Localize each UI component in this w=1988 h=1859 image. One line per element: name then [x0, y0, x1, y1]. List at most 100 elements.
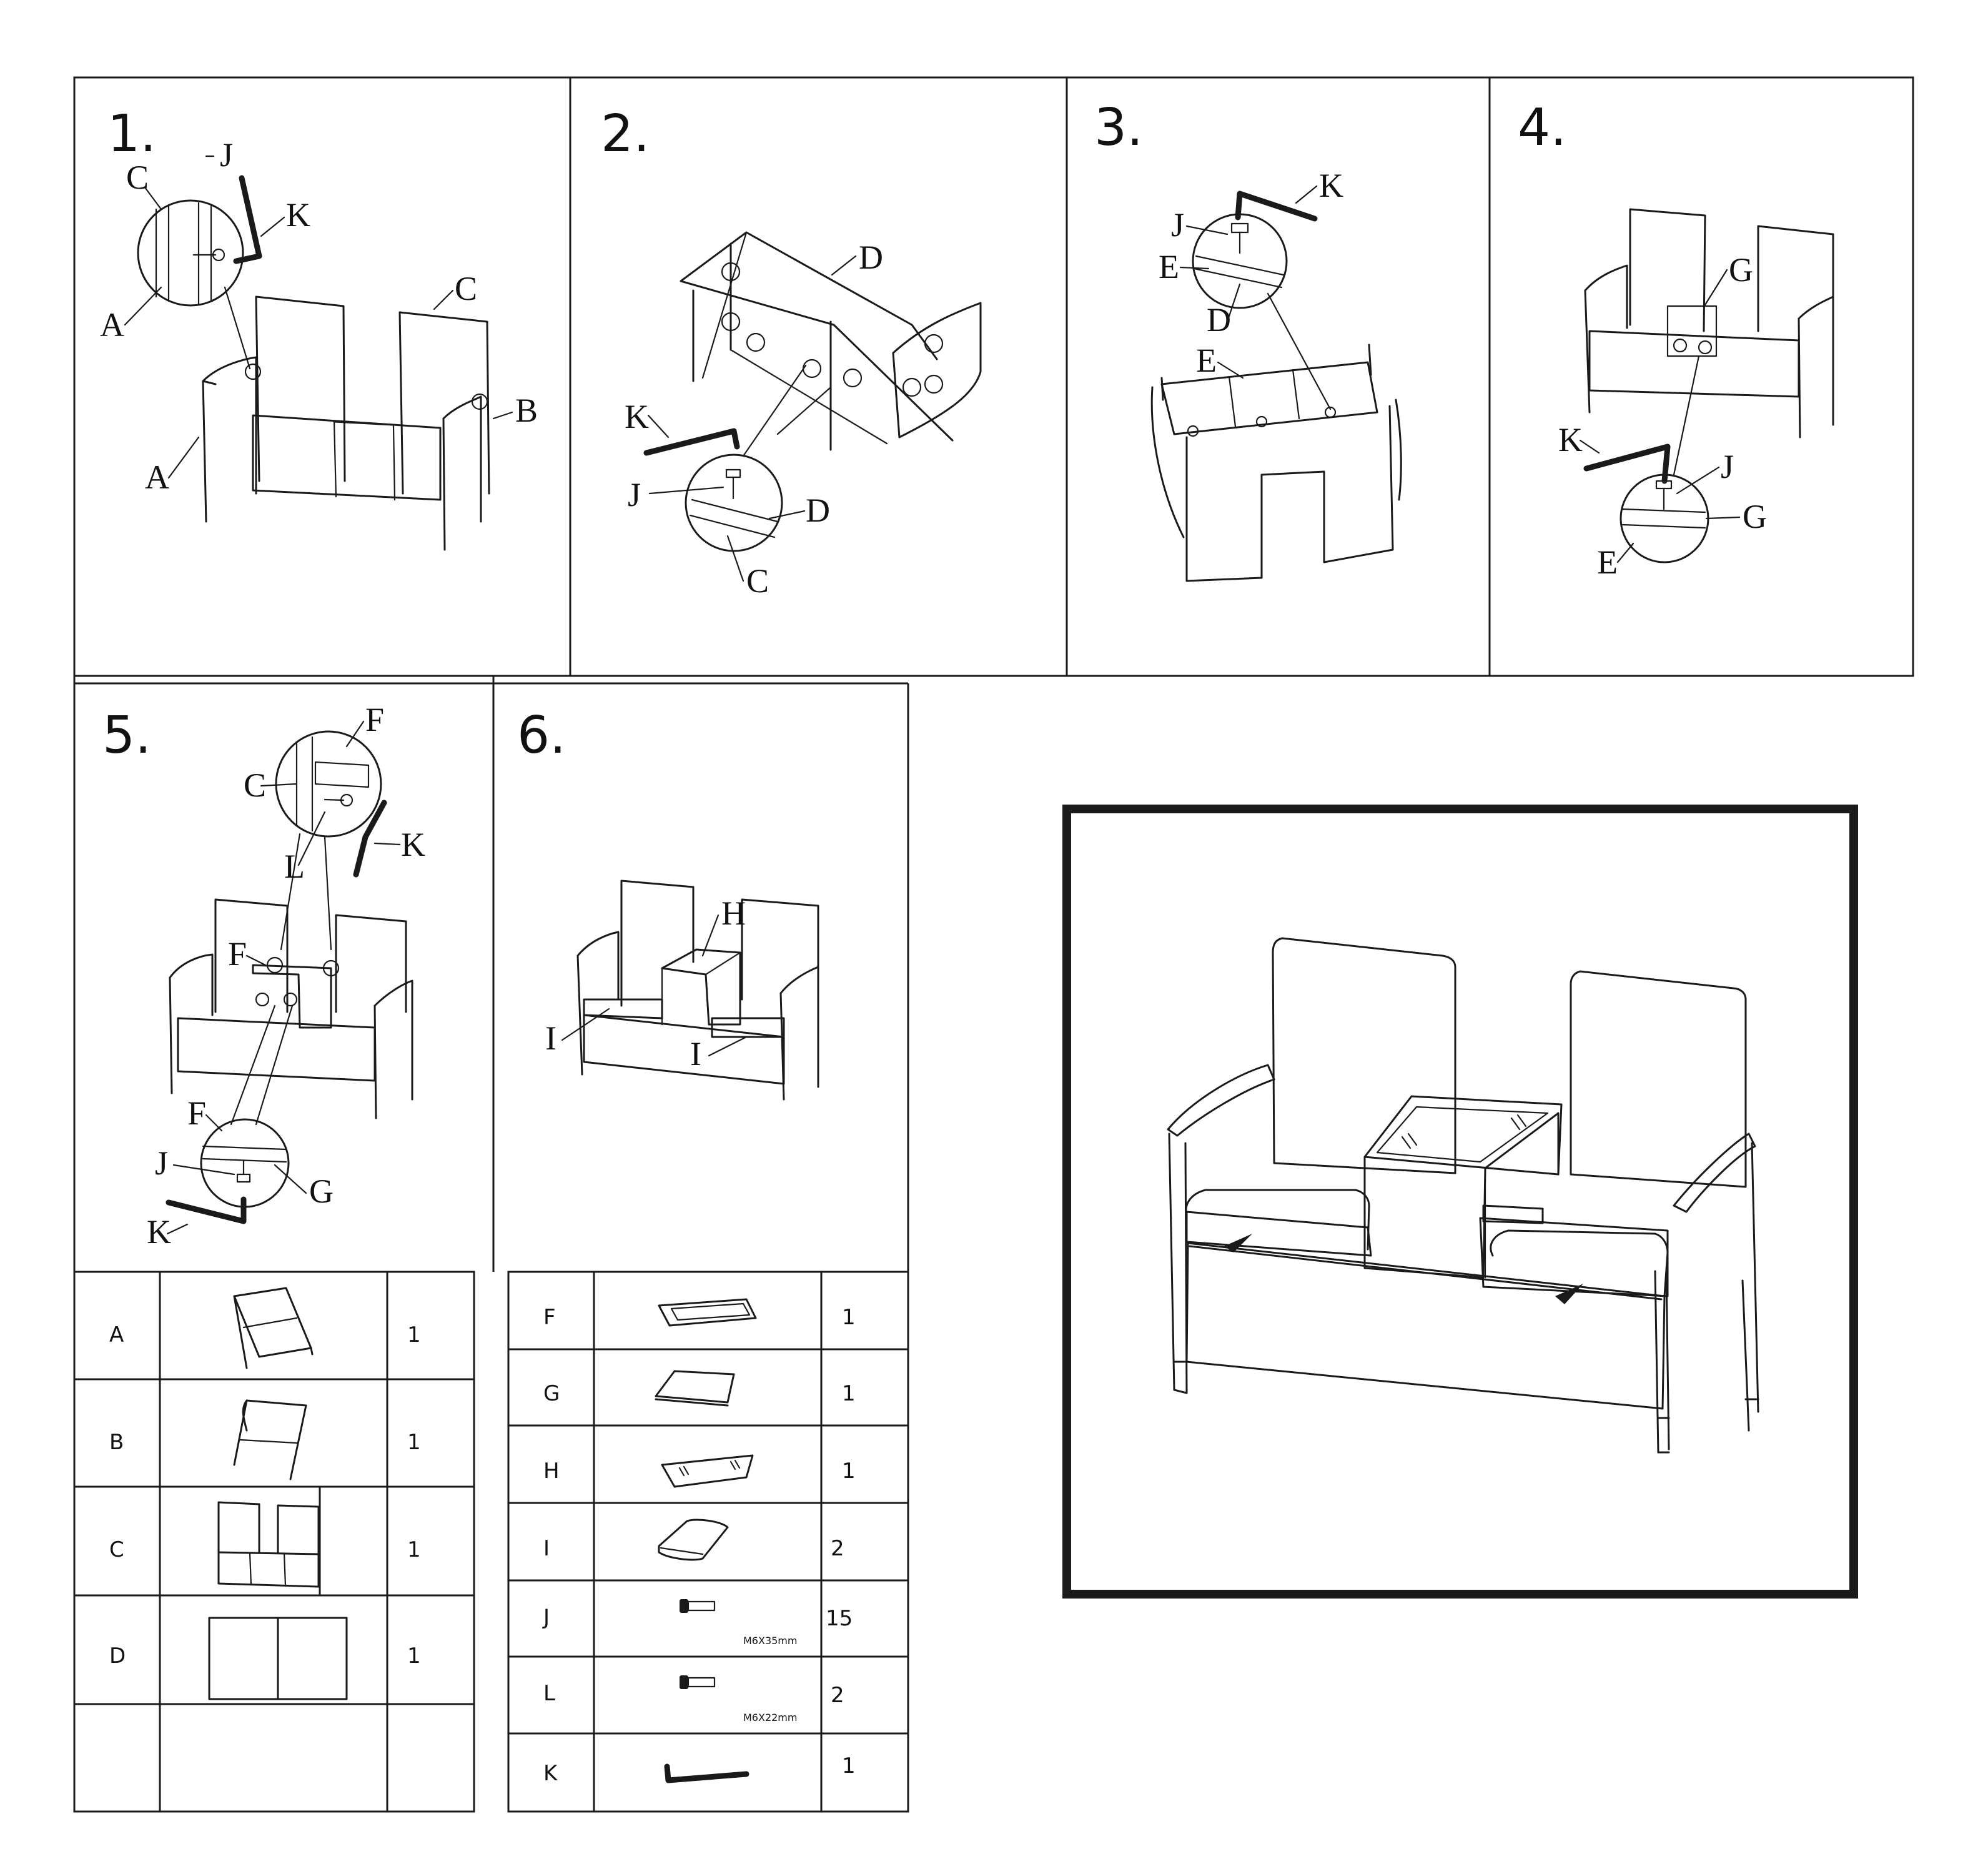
svg-text:J: J [1171, 206, 1184, 244]
svg-text:M6X35mm: M6X35mm [743, 1635, 797, 1647]
step-1-panel: 1. C J K A [100, 104, 538, 551]
svg-text:1: 1 [407, 1537, 421, 1562]
svg-text:G: G [1729, 251, 1753, 289]
svg-text:K: K [543, 1761, 558, 1786]
callout-labels: F C K L F F J G K [147, 701, 425, 1251]
svg-text:E: E [1159, 248, 1179, 285]
svg-text:F: F [228, 935, 247, 973]
svg-text:K: K [401, 826, 425, 863]
frame-drawing [576, 880, 819, 1101]
step-grid [73, 76, 1914, 1272]
svg-text:B: B [109, 1430, 124, 1455]
svg-text:1: 1 [842, 1305, 856, 1330]
svg-text:D: D [109, 1643, 126, 1668]
svg-text:F: F [365, 701, 384, 738]
bolt-icon [680, 1599, 716, 1613]
step-number: 2. [601, 104, 650, 164]
allen-key-icon [353, 800, 387, 878]
svg-text:1: 1 [842, 1381, 856, 1406]
detail-magnifier-icon [200, 1004, 294, 1208]
parts-table-right: F 1 G 1 H 1 I 2 J 15 [507, 1271, 909, 1813]
callout-labels: K J E D E [1159, 167, 1343, 379]
svg-text:C: C [109, 1537, 124, 1562]
detail-magnifier-icon [1192, 213, 1332, 410]
svg-text:D: D [859, 239, 883, 276]
finished-product-view [1062, 805, 1858, 1599]
svg-text:F: F [543, 1305, 556, 1330]
part-row-b: B 1 [109, 1399, 421, 1480]
bolt-icon [680, 1675, 716, 1689]
allen-key-icon [664, 1763, 749, 1783]
step-number: 5. [102, 706, 151, 765]
svg-text:C: C [126, 159, 149, 196]
frame-drawing [169, 898, 413, 1119]
allen-key-icon [233, 175, 262, 264]
svg-text:2: 2 [831, 1683, 844, 1708]
step-2-panel: 2. D K J [601, 104, 982, 600]
svg-text:A: A [100, 306, 124, 344]
svg-text:H: H [721, 895, 746, 932]
step-number: 3. [1094, 98, 1143, 157]
part-row-j: J 15 M6X35mm [542, 1599, 853, 1647]
svg-text:G: G [1743, 498, 1767, 535]
svg-text:I: I [690, 1035, 701, 1073]
svg-text:K: K [147, 1213, 171, 1251]
svg-text:J: J [628, 476, 641, 513]
svg-text:1: 1 [407, 1322, 421, 1347]
svg-text:L: L [543, 1681, 555, 1706]
allen-key-icon [643, 428, 740, 456]
svg-text:1: 1 [842, 1753, 856, 1778]
svg-text:K: K [1319, 167, 1343, 204]
svg-text:2: 2 [831, 1536, 844, 1561]
callout-labels: C J K A C B A [100, 136, 538, 496]
svg-text:H: H [543, 1459, 560, 1484]
svg-text:E: E [1597, 543, 1618, 581]
allen-key-icon [1583, 444, 1671, 484]
svg-text:G: G [309, 1172, 334, 1210]
callout-labels: H I I [545, 895, 746, 1073]
svg-text:F: F [187, 1094, 206, 1132]
part-row-d: D 1 [109, 1617, 421, 1700]
svg-text:15: 15 [826, 1606, 853, 1631]
part-row-f: F 1 [543, 1298, 856, 1330]
svg-text:C: C [455, 270, 477, 307]
svg-text:D: D [806, 492, 830, 529]
part-row-k: K 1 [543, 1753, 856, 1786]
svg-text:B: B [515, 392, 538, 429]
svg-text:L: L [284, 848, 305, 885]
part-row-h: H 1 [543, 1454, 856, 1488]
svg-text:1: 1 [407, 1430, 421, 1455]
detail-magnifier-icon [685, 364, 807, 552]
allen-key-icon [166, 1196, 247, 1224]
svg-text:I: I [545, 1019, 556, 1057]
detail-magnifier-icon [137, 199, 251, 370]
svg-text:D: D [1207, 301, 1231, 339]
svg-text:E: E [1196, 342, 1217, 379]
part-row-l: L 2 M6X22mm [543, 1675, 844, 1723]
svg-text:1: 1 [407, 1643, 421, 1668]
callout-labels: G K J G E [1558, 251, 1767, 581]
svg-text:A: A [145, 459, 169, 496]
parts-table-left: A 1 B 1 C 1 D 1 [73, 1271, 475, 1813]
part-row-c: C 1 [109, 1485, 421, 1597]
part-row-a: A 1 [109, 1287, 421, 1369]
step-4-panel: 4. G K J G E [1518, 98, 1834, 581]
step-number: 4. [1518, 98, 1566, 157]
svg-text:A: A [109, 1322, 124, 1347]
part-row-i: I 2 [543, 1519, 844, 1561]
frame-drawing [1150, 344, 1402, 582]
svg-text:J: J [220, 136, 233, 174]
svg-text:J: J [155, 1144, 168, 1182]
part-row-g: G 1 [543, 1370, 856, 1407]
step-number: 6. [517, 706, 566, 765]
step-number: 1. [107, 104, 156, 164]
svg-text:1: 1 [842, 1459, 856, 1484]
detail-magnifier-icon [1620, 355, 1709, 563]
svg-text:J: J [542, 1605, 550, 1630]
svg-text:K: K [625, 398, 649, 435]
svg-text:I: I [543, 1536, 550, 1561]
step-3-panel: 3. K J E D E [1094, 98, 1402, 582]
frame-drawing [1584, 208, 1834, 439]
step-6-panel: 6. H I I [517, 706, 819, 1101]
